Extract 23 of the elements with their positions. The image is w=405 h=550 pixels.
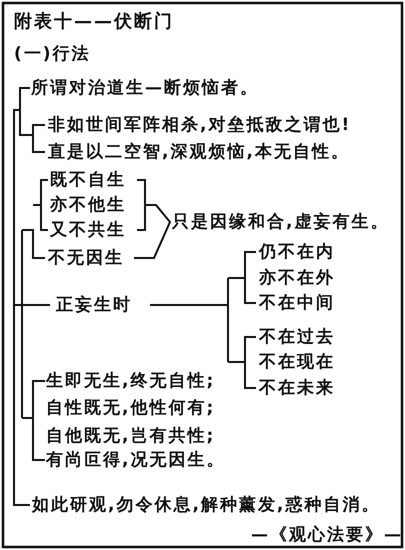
text-line: 不在现在	[259, 351, 335, 373]
text-line: 又不共生	[50, 219, 126, 241]
text-line: 亦不在外	[259, 267, 335, 289]
text-line: 不无因生	[48, 247, 124, 269]
text-line: 生即无生,终无自性;	[46, 370, 216, 392]
text-line: 非如世间军阵相杀,对垒抵敌之谓也!	[48, 114, 352, 136]
text-line: 如此研观,勿令休息,解种薰发,惑种自消。	[32, 494, 380, 516]
text-line: 不在过去	[259, 326, 335, 348]
text-line: 直是以二空智,深观烦恼,本无自性。	[48, 141, 350, 163]
text-line: 有尚叵得,况无因生。	[46, 449, 226, 471]
subheading: (一)行法	[14, 43, 91, 65]
title: 附表十——伏断门	[14, 11, 174, 33]
text-line: 亦不他生	[50, 194, 126, 216]
text-line: 只是因缘和合,虚妄有生。	[172, 211, 390, 233]
text-line: 自他既无,岂有共性;	[46, 425, 216, 447]
text-line: 所谓对治道生—断烦恼者。	[31, 77, 259, 99]
text-line: 仍不在内	[259, 241, 335, 263]
text-line: 正妄生时	[56, 294, 132, 316]
text-line: 自性既无,他性何有;	[46, 397, 216, 419]
text-line: 不在未来	[259, 377, 335, 399]
text-line: 不在中间	[259, 292, 335, 314]
text-line: 既不自生	[50, 169, 126, 191]
source-caption: —《观心法要》—	[251, 524, 403, 546]
